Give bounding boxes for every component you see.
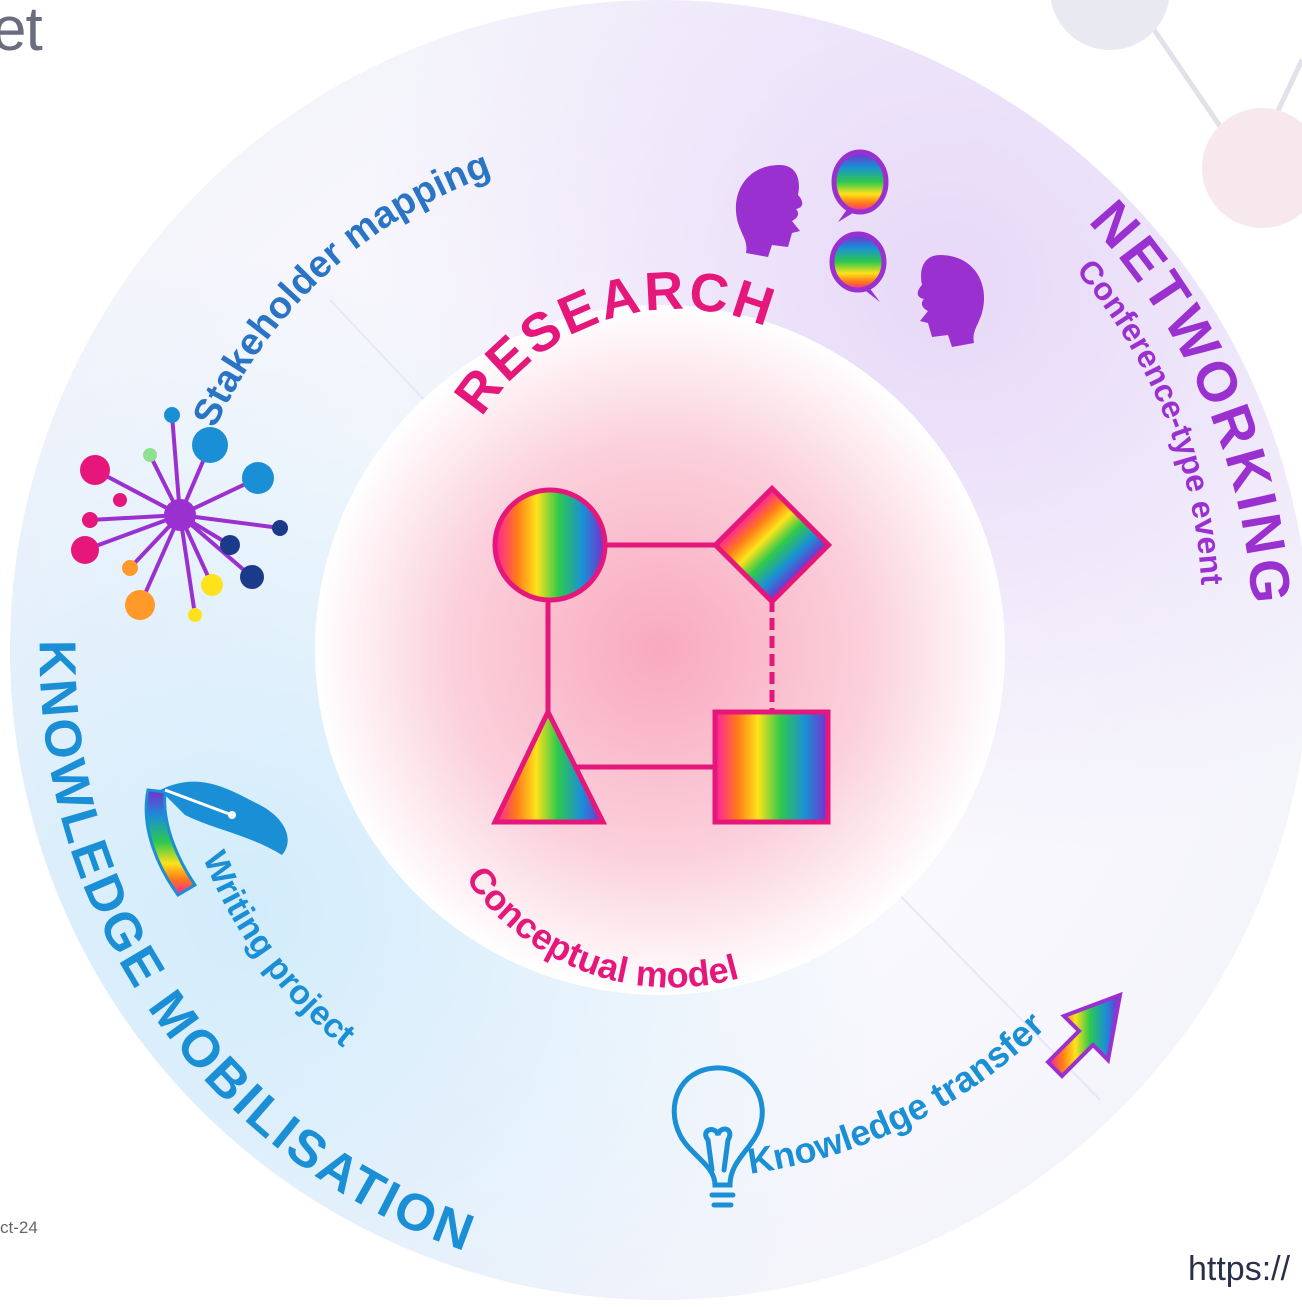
diamond-shape [711, 484, 833, 606]
footer-url[interactable]: https:// [1188, 1250, 1291, 1288]
starburst-network-icon [71, 407, 288, 622]
decorative-molecule [1050, 0, 1302, 228]
circle-shape [492, 487, 608, 603]
triangle-shape [491, 706, 608, 825]
speaking-heads-icon [735, 149, 985, 347]
footer-date: ct-24 [0, 1218, 38, 1237]
square-shape [712, 709, 831, 825]
light-bulb-icon [671, 1065, 765, 1208]
geometric-shapes-diagram [491, 484, 833, 825]
arrow-up-right-icon [1045, 991, 1123, 1079]
logo-fragment: et [0, 0, 43, 64]
research-circle [315, 305, 1005, 995]
fountain-pen-icon [144, 781, 288, 897]
